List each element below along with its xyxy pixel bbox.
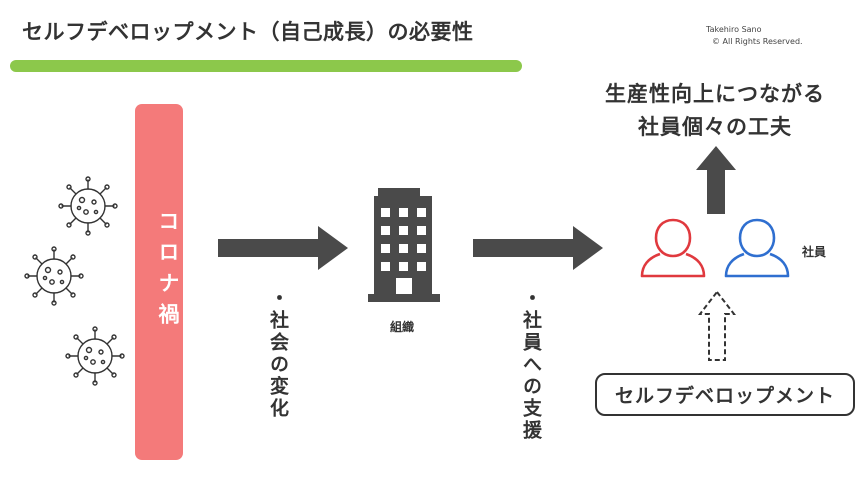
arrow-right-icon: [473, 226, 603, 270]
arrow-right-icon: [218, 226, 348, 270]
organization-label: 組織: [390, 320, 415, 334]
social-change-label: ・社会の変化: [267, 288, 289, 420]
person-icon-red: [640, 218, 706, 278]
employee-label: 社員: [802, 245, 827, 259]
goal-line-2: 社員個々の工夫: [638, 115, 792, 139]
credit: Takehiro Sano © All Rights Reserved.: [706, 24, 803, 48]
arrow-up-icon: [696, 146, 736, 214]
credit-author: Takehiro Sano: [706, 25, 762, 34]
building-icon: [368, 188, 440, 302]
goal-line-1: 生産性向上につながる: [605, 82, 825, 106]
self-development-label: セルフデベロップメント: [614, 385, 835, 407]
virus-icon: [24, 246, 84, 306]
dashed-arrow-up-icon: [698, 290, 736, 361]
page-title: セルフデベロップメント（自己成長）の必要性: [22, 20, 474, 44]
employee-support-label: ・社員への支援: [520, 288, 542, 442]
virus-icon: [58, 176, 118, 236]
title-underline: [10, 60, 522, 72]
corona-bar-label: コロナ禍: [156, 210, 180, 334]
self-development-box: セルフデベロップメント: [595, 373, 855, 416]
goal-text: 生産性向上につながる 社員個々の工夫: [584, 78, 846, 144]
credit-rights: © All Rights Reserved.: [712, 37, 803, 46]
virus-icon: [65, 326, 125, 386]
person-icon-blue: [724, 218, 790, 278]
corona-bar: [135, 104, 183, 460]
